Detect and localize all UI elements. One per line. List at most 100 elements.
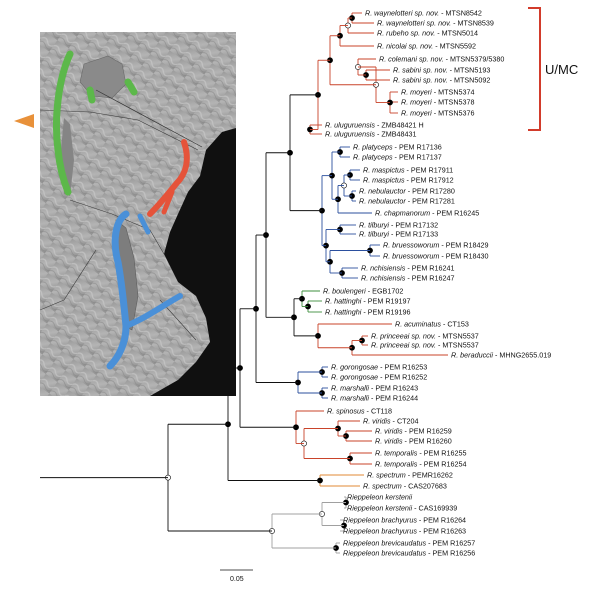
tip-specimen-id: - PEM R17281 [406,197,455,206]
tip-specimen-id: - PEM R19196 [361,308,410,317]
tip-label: R. colemani sp. nov. - MTSN5379/5380 [379,55,504,64]
orange-arrow-marker [14,114,34,128]
umc-bracket-line [528,7,541,131]
tip-specimen-id: - ZMB48421 H [375,121,424,130]
tip-specimen-id: - PEM R17912 [405,176,454,185]
tip-label: R. rubeho sp. nov. - MTSN5014 [377,29,478,38]
tip-label: R. maspictus - PEM R17912 [363,176,454,185]
tip-specimen-id: - MTSN5092 [448,76,491,85]
tip-species: R. tilburyi [359,221,389,230]
tip-specimen-id: - PEM R16241 [405,264,454,273]
tip-species: R. viridis [363,417,391,426]
tip-specimen-id: - PEM R16256 [426,549,475,558]
tip-label: R. uluguruensis - ZMB48431 [325,130,417,139]
tip-specimen-id: - CT118 [365,407,392,416]
tip-specimen-id: - MTSN5374 [432,88,475,97]
tip-species: R. viridis [375,427,403,436]
distribution-map [39,32,236,396]
tip-label: R. spectrum - PEMR16262 [367,471,453,480]
tip-species: Rieppeleon brachyurus [343,516,417,525]
map-range-blue [106,210,130,370]
tip-label: R. tilburyi - PEM R17133 [359,230,438,239]
tip-label: Rieppeleon brevicaudatus - PEM R16257 [343,539,475,548]
tip-species: R. platyceps [353,153,393,162]
tip-species: R. waynelotteri sp. nov. [377,19,451,28]
tip-species: R. marshalli [331,394,369,403]
scale-bar-label: 0.05 [230,576,244,583]
tip-label: R. waynelotteri sp. nov. - MTSN8542 [365,9,482,18]
tip-specimen-id: - CAS207683 [402,482,447,491]
tip-label: R. viridis - CT204 [363,417,419,426]
tip-label: R. viridis - PEM R16259 [375,427,452,436]
tip-species: R. uluguruensis [325,121,375,130]
tip-label: R. tilburyi - PEM R17132 [359,221,438,230]
tip-species: R. acuminatus [395,320,441,329]
tip-specimen-id: - MTSN5193 [448,66,491,75]
tip-species: R. temporalis [375,449,418,458]
tip-species: Rieppeleon brachyurus [343,527,417,536]
map-range-blue-3 [137,213,151,235]
tip-specimen-id: - PEM R16264 [417,516,466,525]
tip-specimen-id: - PEM R17133 [389,230,438,239]
tip-species: R. moyeri [401,98,432,107]
tip-label: R. nebulauctor - PEM R17280 [359,187,455,196]
tip-label: R. chapmanorum - PEM R16245 [375,209,479,218]
tip-specimen-id: - ZMB48431 [375,130,417,139]
tip-label: R. viridis - PEM R16260 [375,437,452,446]
tip-label: R. gorongosae - PEM R16253 [331,363,427,372]
tip-species: R. colemani sp. nov. [379,55,444,64]
tip-species: R. spectrum [363,482,402,491]
tip-specimen-id: - MTSN8542 [439,9,482,18]
map-range-green-3 [124,78,138,96]
tip-species: R. tilburyi [359,230,389,239]
tip-label: R. uluguruensis - ZMB48421 H [325,121,424,130]
tip-specimen-id: - CT204 [391,417,419,426]
tip-label: R. temporalis - PEM R16255 [375,449,466,458]
tip-specimen-id: - PEM R16257 [426,539,475,548]
tip-species: R. nebulauctor [359,187,406,196]
tip-specimen-id: - MTSN5592 [433,42,476,51]
tip-species: R. uluguruensis [325,130,375,139]
tip-label: Rieppeleon brachyurus - PEM R16263 [343,527,466,536]
tip-specimen-id: - PEM R16255 [417,449,466,458]
tip-species: R. marshalli [331,384,369,393]
umc-label: U/MC [545,62,578,77]
tip-specimen-id: - MTSN5537 [436,341,479,350]
tip-species: R. bruessoworum [383,252,439,261]
tip-species: R. hattinghi [325,308,362,317]
tip-specimen-id: - MHNG2655.019 [493,351,551,360]
tip-species: R. chapmanorum [375,209,430,218]
tip-species: Rieppeleon kerstenii [347,493,413,502]
tip-species: Rieppeleon kerstenii [347,504,413,513]
tip-species: R. viridis [375,437,403,446]
tip-specimen-id: - PEM R16252 [378,373,427,382]
tip-species: R. platyceps [353,143,393,152]
tip-specimen-id: - MTSN5537 [436,332,479,341]
tip-label: R. temporalis - PEM R16254 [375,460,466,469]
tip-species: R. beraduccii [451,351,493,360]
tip-species: R. hattinghi [325,297,362,306]
tip-specimen-id: - PEM R16259 [403,427,452,436]
tip-label: R. spinosus - CT118 [327,407,392,416]
tip-label: R. boulengeri - EGB1702 [323,287,403,296]
tip-specimen-id: - EGB1702 [366,287,404,296]
tip-species: R. waynelotteri sp. nov. [365,9,439,18]
tip-label: Rieppeleon brachyurus - PEM R16264 [343,516,466,525]
tip-label: R. marshalli - PEM R16243 [331,384,418,393]
umc-bracket: U/MC [528,7,578,131]
tip-label: R. princeeai sp. nov. - MTSN5537 [371,332,479,341]
tip-label: R. hattinghi - PEM R19197 [325,297,411,306]
tip-specimen-id: - PEM R16243 [369,384,418,393]
map-range-green-2 [86,86,96,104]
tip-species: R. temporalis [375,460,418,469]
tip-label: R. moyeri - MTSN5374 [401,88,475,97]
tip-specimen-id: - PEM R16247 [405,274,454,283]
map-leader-line [95,89,203,148]
tip-label: Rieppeleon kerstenii [347,493,413,502]
tip-specimen-id: - PEM R17280 [406,187,455,196]
tip-species: R. maspictus [363,166,405,175]
tip-label: R. moyeri - MTSN5378 [401,98,475,107]
tip-label: R. nchisiensis - PEM R16247 [361,274,454,283]
tip-label: R. sabini sp. nov. - MTSN5193 [393,66,490,75]
